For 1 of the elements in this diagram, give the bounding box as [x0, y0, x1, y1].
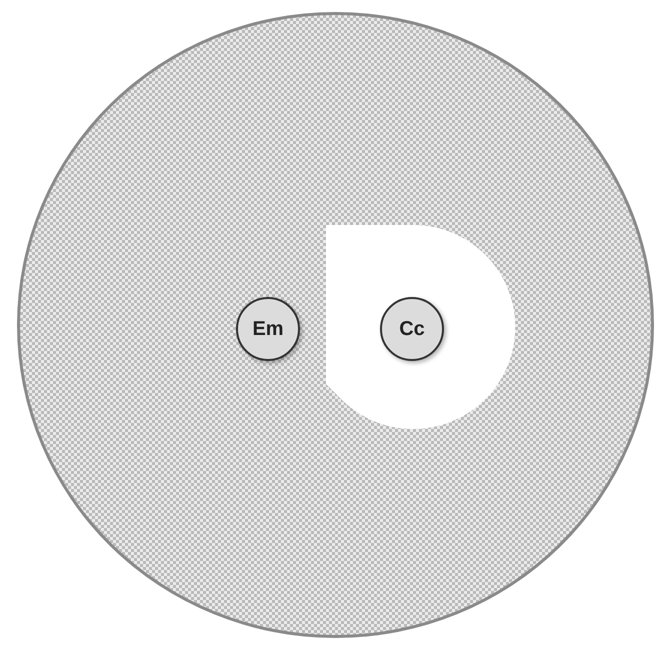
label-circle: Em: [236, 297, 300, 361]
